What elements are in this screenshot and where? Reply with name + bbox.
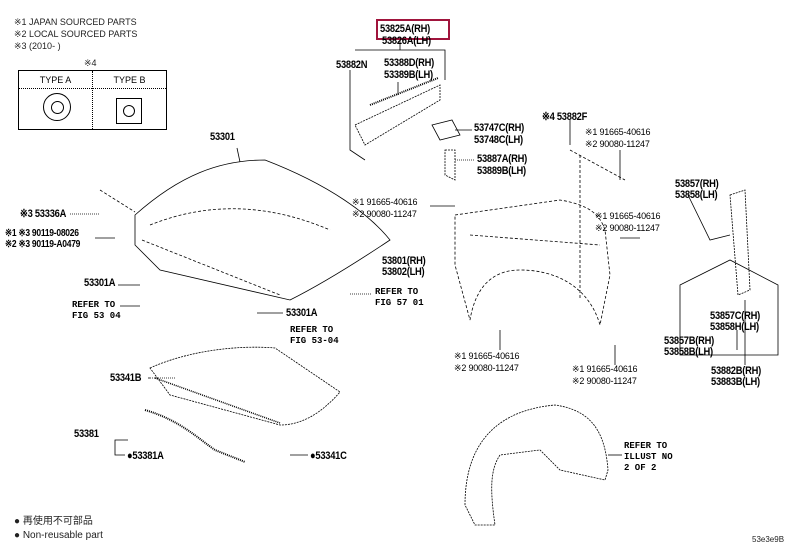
hood-outline (134, 159, 391, 301)
refer-illust-page[interactable]: 2 OF 2 (624, 463, 657, 473)
part-53889B[interactable]: 53889B(LH) (477, 165, 526, 177)
legend-non-reusable-en: ● Non-reusable part (14, 530, 103, 541)
part-53858B[interactable]: 53858B(LH) (664, 346, 713, 358)
illustration-code: 53e3e9B (752, 535, 785, 544)
selected-part-highlight (376, 19, 450, 40)
type-a-label: TYPE A (39, 75, 72, 85)
hood-insulator (149, 346, 341, 426)
part-53883B[interactable]: 53883B(LH) (711, 376, 760, 388)
legend-non-reusable-jp: ● 再使用不可部品 (14, 516, 93, 527)
note-date-range: ※3 (2010- ) (14, 41, 61, 51)
part-53336A[interactable]: ※3 53336A (20, 208, 67, 220)
part-53301[interactable]: 53301 (210, 131, 235, 143)
part-53826A[interactable]: 53826A(LH) (382, 35, 431, 47)
fastener-90080-11247[interactable]: ※2 90080-11247 (595, 223, 660, 233)
part-53301A-left[interactable]: 53301A (84, 277, 116, 289)
type-a-washer-icon (43, 93, 71, 121)
fastener-91665-40616[interactable]: ※1 91665-40616 (572, 364, 638, 374)
hood-seal (144, 409, 246, 463)
bracket (431, 119, 461, 141)
part-53882B[interactable]: 53882B(RH) (711, 365, 761, 377)
part-53857C[interactable]: 53857C(RH) (710, 310, 760, 322)
fastener-91665-40616[interactable]: ※1 91665-40616 (595, 211, 661, 221)
part-53381[interactable]: 53381 (74, 428, 99, 440)
part-53858H[interactable]: 53858H(LH) (710, 321, 759, 333)
part-53341B[interactable]: 53341B (110, 372, 142, 384)
part-53825A[interactable]: 53825A(RH) (380, 23, 430, 35)
part-53858[interactable]: 53858(LH) (675, 189, 718, 201)
refer-fig-53-04b-label[interactable]: REFER TO (290, 325, 334, 335)
part-53887A[interactable]: 53887A(RH) (477, 153, 527, 165)
type-comparison-box: TYPE A TYPE B (18, 70, 167, 130)
part-53857B[interactable]: 53857B(RH) (664, 335, 714, 347)
fender (454, 199, 611, 326)
fastener-90080-11247[interactable]: ※2 90080-11247 (352, 209, 417, 219)
fastener-91665-40616[interactable]: ※1 91665-40616 (454, 351, 520, 361)
part-53341C[interactable]: ●53341C (310, 450, 347, 462)
fastener-90080-11247[interactable]: ※2 90080-11247 (585, 139, 650, 149)
part-53748C[interactable]: 53748C(LH) (474, 134, 523, 146)
part-53802[interactable]: 53802(LH) (382, 266, 425, 278)
type-b-square-washer-icon (116, 98, 142, 124)
refer-fig-57-01-link[interactable]: FIG 57 01 (375, 298, 424, 308)
refer-fig-53-04b-link[interactable]: FIG 53-04 (290, 336, 339, 346)
part-53747C[interactable]: 53747C(RH) (474, 122, 524, 134)
fastener-91665-40616[interactable]: ※1 91665-40616 (352, 197, 418, 207)
note-local-sourced: ※2 LOCAL SOURCED PARTS (14, 29, 138, 39)
part-53381A[interactable]: ●53381A (127, 450, 164, 462)
part-53801[interactable]: 53801(RH) (382, 255, 426, 267)
fastener-90080-11247[interactable]: ※2 90080-11247 (454, 363, 519, 373)
part-53882N[interactable]: 53882N (336, 59, 368, 71)
part-90119-08026[interactable]: ※1 ※3 90119-08026 (5, 228, 79, 239)
refer-fig-57-01-label[interactable]: REFER TO (375, 287, 419, 297)
part-53301A-center[interactable]: 53301A (286, 307, 318, 319)
fastener-90080-11247[interactable]: ※2 90080-11247 (572, 376, 637, 386)
cowl-louver (354, 84, 441, 146)
note-4-marker: ※4 (84, 58, 97, 68)
refer-fig-53-04-label[interactable]: REFER TO (72, 300, 116, 310)
fastener-91665-40616[interactable]: ※1 91665-40616 (585, 127, 651, 137)
part-53389B[interactable]: 53389B(LH) (384, 69, 433, 81)
part-53882F[interactable]: ※4 53882F (542, 111, 588, 123)
type-b-label: TYPE B (113, 75, 146, 85)
part-53388D[interactable]: 53388D(RH) (384, 57, 434, 69)
refer-fig-53-04-link[interactable]: FIG 53 04 (72, 311, 121, 321)
refer-illust-label[interactable]: REFER TO (624, 441, 668, 451)
fender-liner (464, 404, 609, 526)
refer-illust-link[interactable]: ILLUST NO (624, 452, 673, 462)
part-53857[interactable]: 53857(RH) (675, 178, 719, 190)
note-japan-sourced: ※1 JAPAN SOURCED PARTS (14, 17, 137, 27)
part-90119-A0479[interactable]: ※2 ※3 90119-A0479 (5, 239, 81, 250)
